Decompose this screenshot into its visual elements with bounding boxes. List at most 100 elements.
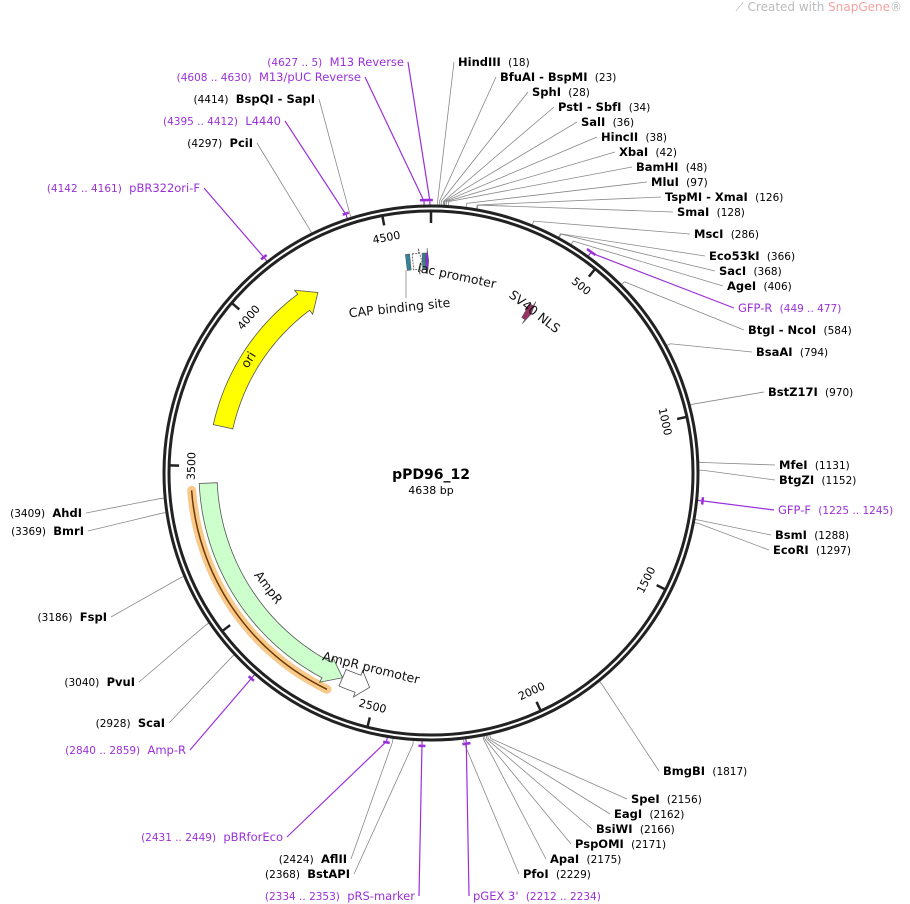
enzyme-position: (286) [731,229,759,241]
leader-line [353,740,414,875]
enzyme-site-eco53ki[interactable]: Eco53kI (366) [709,249,795,263]
primer-name: pBR322ori-F [129,181,200,195]
enzyme-site-bsaai[interactable]: BsaAI (794) [756,345,828,359]
primer-range: (4608 .. 4630) [177,72,252,84]
primer-gfp-r[interactable]: GFP-R (449 .. 477) [738,301,841,315]
enzyme-site-saci[interactable]: SacI (368) [719,264,782,278]
enzyme-site-aflii[interactable]: (2424) AflII [279,852,347,866]
enzyme-site-scai[interactable]: (2928) ScaI [96,716,165,730]
enzyme-site-pspomi[interactable]: PspOMI (2171) [575,837,666,851]
enzyme-site-msci[interactable]: MscI (286) [694,227,759,241]
enzyme-site-btgi-ncoi[interactable]: BtgI - NcoI (584) [748,323,852,337]
leader-line [485,735,593,830]
primer-gfp-f[interactable]: GFP-F (1225 .. 1245) [778,503,893,517]
primer-l4440[interactable]: (4395 .. 4412) L4440 [163,114,281,128]
enzyme-position: (34) [629,102,651,114]
enzyme-name: XbaI [619,145,648,159]
enzyme-name: BstZ17I [768,385,818,399]
enzyme-name: PspOMI [575,837,624,851]
enzyme-site-mfei[interactable]: MfeI (1131) [779,458,850,472]
leader-line [482,735,547,860]
enzyme-name: BmrI [53,524,84,538]
primer-name: M13/pUC Reverse [259,70,361,84]
primer-bind-l4440 [342,211,350,216]
feature-ampr-promoter[interactable] [338,668,371,698]
enzyme-name: MluI [651,175,679,189]
feature-ori[interactable] [212,289,319,430]
enzyme-site-tspmi-xmai[interactable]: TspMI - XmaI (126) [665,190,783,204]
primer-range: (2334 .. 2353) [265,891,340,903]
primer-m13-reverse[interactable]: (4627 .. 5) M13 Reverse [267,55,404,69]
enzyme-site-apai[interactable]: ApaI (2175) [550,852,621,866]
enzyme-site-bfuai-bspmi[interactable]: BfuAI - BspMI (23) [500,70,616,84]
enzyme-site-agei[interactable]: AgeI (406) [727,279,792,293]
leader-line [364,76,425,206]
tick-mark [676,415,688,421]
enzyme-site-eagi[interactable]: EagI (2162) [614,807,684,821]
enzyme-name: HindIII [458,55,501,69]
primer-bind-pbr322ori-f [260,254,268,261]
enzyme-site-ecori[interactable]: EcoRI (1297) [773,543,851,557]
enzyme-site-smai[interactable]: SmaI (128) [677,205,745,219]
enzyme-position: (2166) [640,824,675,836]
enzyme-site-fspi[interactable]: (3186) FspI [38,610,107,624]
leader-line [694,522,770,551]
enzyme-site-xbai[interactable]: XbaI (42) [619,145,677,159]
feature-cap-binding-site[interactable] [405,253,412,271]
primer-pbr322ori-f[interactable]: (4142 .. 4161) pBR322ori-F [47,181,200,195]
enzyme-site-bsmi[interactable]: BsmI (1288) [775,528,849,542]
enzyme-site-pvui[interactable]: (3040) PvuI [64,675,135,689]
enzyme-site-pcii[interactable]: (4297) PciI [187,136,253,150]
enzyme-name: AflII [321,852,347,866]
enzyme-site-sphi[interactable]: SphI (28) [532,85,590,99]
enzyme-site-btgzi[interactable]: BtgZI (1152) [779,473,856,487]
enzyme-site-bmgbi[interactable]: BmgBI (1817) [663,764,747,778]
enzyme-position: (1297) [816,545,851,557]
feature-lac-promoter[interactable] [411,248,423,275]
primer-amp-r[interactable]: (2840 .. 2859) Amp-R [65,743,186,757]
selection-arc [190,490,328,690]
leader-line [318,98,352,218]
enzyme-site-ahdi[interactable]: (3409) AhdI [10,506,82,520]
enzyme-name: BtgZI [779,473,814,487]
enzyme-site-hindiii[interactable]: HindIII (18) [458,55,530,69]
enzyme-site-bsiwi[interactable]: BsiWI (2166) [596,822,675,836]
primer-prs-marker[interactable]: (2334 .. 2353) pRS-marker [265,889,415,903]
plasmid-name: pPD96_12 [392,467,470,483]
enzyme-position: (584) [824,325,852,337]
enzyme-name: Eco53kI [709,249,760,263]
leader-line [487,734,611,815]
enzyme-site-spei[interactable]: SpeI (2156) [631,792,702,806]
enzyme-site-bmri[interactable]: (3369) BmrI [11,524,84,538]
enzyme-position: (2162) [649,809,684,821]
primer-m13-puc-reverse[interactable]: (4608 .. 4630) M13/pUC Reverse [177,70,361,84]
enzyme-position: (2156) [667,794,702,806]
enzyme-site-pfoi[interactable]: PfoI (2229) [523,867,591,881]
enzyme-site-bstapi[interactable]: (2368) BstAPI [265,867,350,881]
feature-ampr[interactable] [198,482,344,683]
leader-line [85,497,165,514]
enzyme-name: BsaAI [756,345,793,359]
primer-pbrforeco[interactable]: (2431 .. 2449) pBRforEco [141,830,283,844]
leader-line [138,622,210,683]
enzyme-site-bamhi[interactable]: BamHI (48) [636,160,707,174]
enzyme-site-hincii[interactable]: HincII (38) [601,130,667,144]
enzyme-site-psti-sbfi[interactable]: PstI - SbfI (34) [558,100,650,114]
leader-line [621,281,745,331]
enzyme-site-sali[interactable]: SalI (36) [581,115,634,129]
leader-line [489,734,628,800]
enzyme-position: (3409) [10,508,45,520]
enzyme-site-bstz17i[interactable]: BstZ17I (970) [768,385,853,399]
primer-pgex-3[interactable]: pGEX 3' (2212 .. 2234) [473,889,601,903]
enzyme-name: EagI [614,807,642,821]
leader-line [697,499,775,511]
enzyme-name: BsiWI [596,822,633,836]
primer-bind-amp-r [247,675,255,682]
feature-sv40-nls[interactable] [521,301,537,324]
leader-line [437,61,455,206]
enzyme-site-bspqi-sapi[interactable]: (4414) BspQI - SapI [194,92,315,106]
enzyme-site-mlui[interactable]: MluI (97) [651,175,708,189]
enzyme-position: (28) [568,87,590,99]
leader-line [440,91,529,206]
enzyme-position: (23) [595,72,617,84]
